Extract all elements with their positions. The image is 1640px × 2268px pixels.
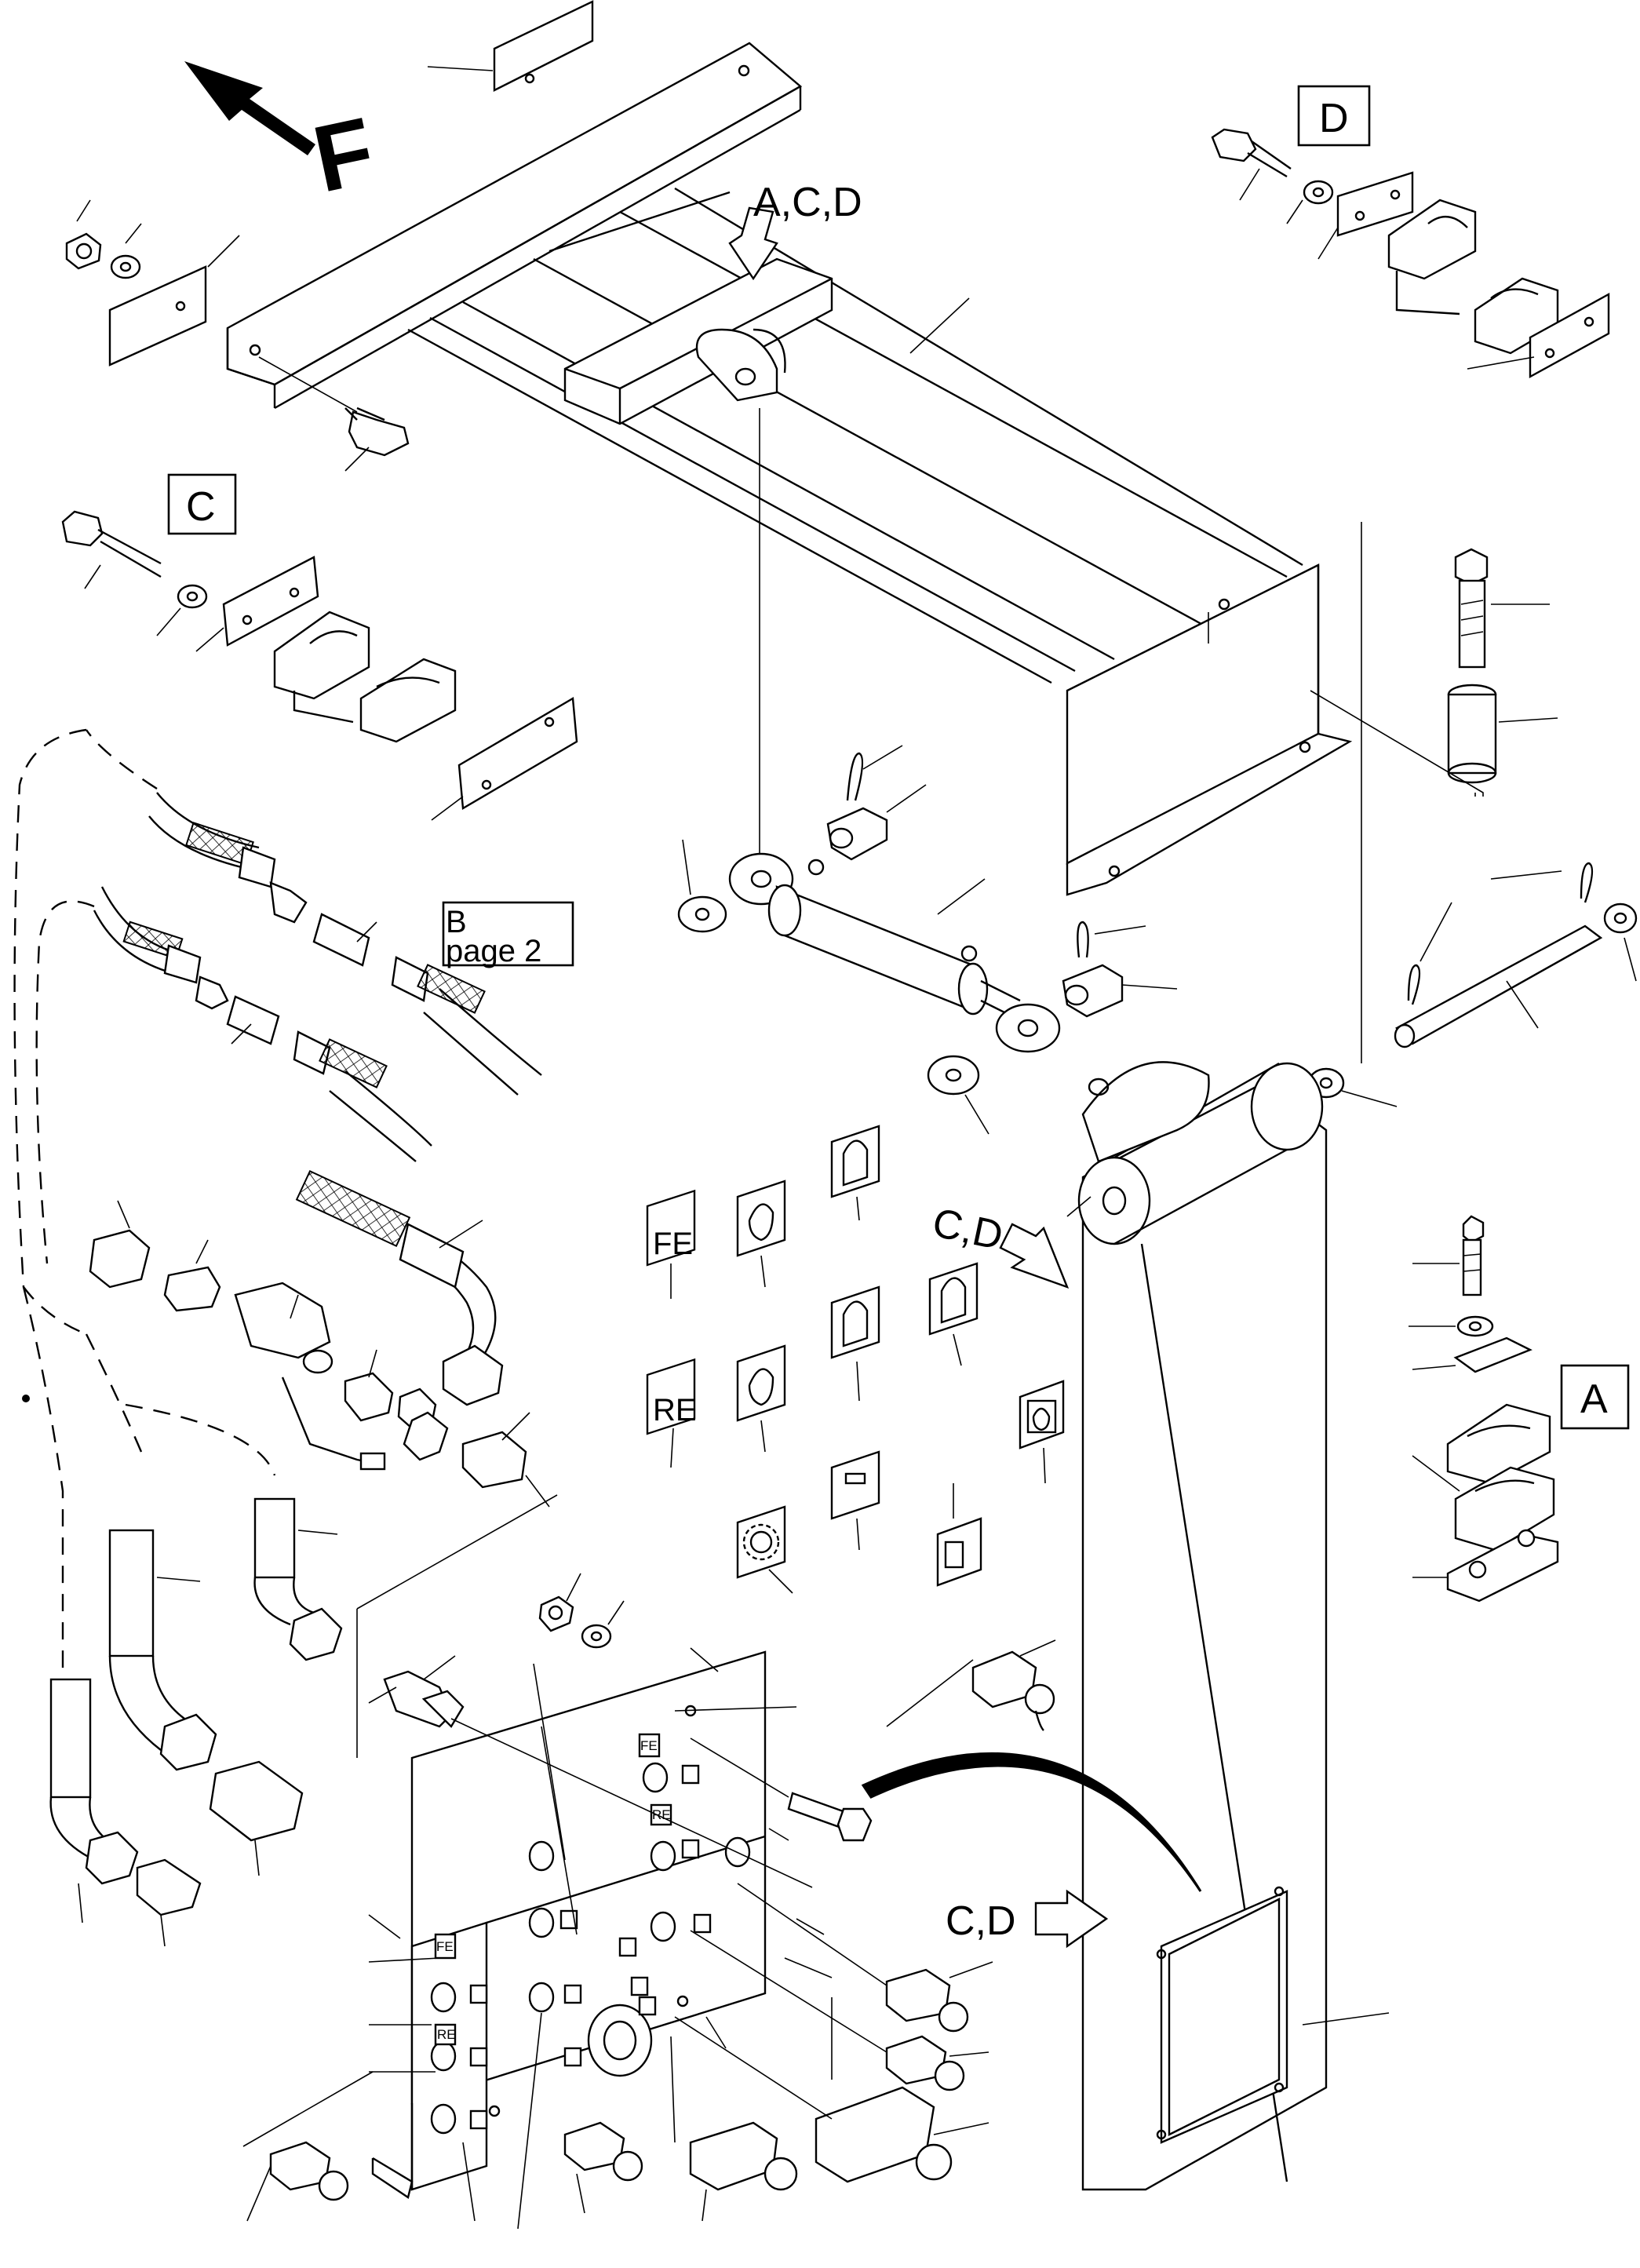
section-d-label: D [1319,96,1349,141]
clamp-assembly-d [1211,128,1610,379]
decal-drop-icon [736,1180,786,1288]
front-direction-arrow-icon [184,61,315,155]
callout-side-lower-label: C,D [946,1898,1016,1944]
quick-coupler [563,2121,643,2214]
decal-fe: FE [646,1189,696,1299]
decal-drop-boxed-icon [1019,1380,1065,1484]
pivot-pin-long [1394,862,1638,1048]
panel-decal-fe-text-2: FE [640,1738,658,1753]
reference-dot [22,1395,30,1402]
section-b-label: B [446,905,467,939]
bolt-and-spacer [1447,548,1558,797]
clevis-pin-lower [1062,921,1178,1018]
hydraulic-cylinder [677,408,1061,1135]
reference-sweep-curve [861,1752,1202,1892]
callout-arrow-side-upper-icon [999,1223,1070,1289]
hydraulic-fittings-mid [89,1169,550,1508]
section-c-label-box [167,473,237,535]
quick-coupler [242,2071,374,2222]
panel-nut-washer [538,1573,625,1649]
quick-coupler [886,1639,1056,1731]
hydraulic-hose-group-upper [93,792,542,1162]
quick-coupler [737,1883,993,2033]
section-a-label: A [1580,1376,1608,1422]
hose-routing-outline [13,728,276,1695]
main-frame [407,187,1353,896]
cylinder-mount-block [563,257,833,425]
front-marker-letter: F [304,97,383,212]
decal-set: FE RE [646,1125,1065,1594]
quick-coupler [690,1930,989,2091]
clamp-assembly-c [61,510,578,821]
callout-arrow-icon [728,206,778,281]
decal-rectangle-icon [830,1450,880,1551]
hydraulic-hose-group-lower [49,1497,343,1947]
decal-fe-text: FE [653,1227,693,1261]
quick-coupler-large [674,2016,989,2183]
decal-re: RE [646,1358,697,1468]
panel-fitting-left [383,1655,465,1728]
top-angle-beam [226,42,803,410]
control-panel-plate: FE RE FE RE [371,1647,767,2199]
quick-coupler-group [242,1639,1056,2222]
clevis-pin-upper [826,745,927,861]
panel-bolt [690,1737,873,1842]
flat-washer [110,254,141,279]
decal-tank-icon [830,1125,880,1221]
callout-top-label: A,C,D [753,180,862,225]
decal-tank-icon-2 [830,1285,880,1402]
decal-valve-icon [936,1483,982,1587]
decal-gear-icon [736,1505,793,1594]
panel-decal-fe-text: FE [436,1939,454,1954]
hex-bolt-beam [344,407,410,472]
callout-side-upper-label: C,D [928,1200,1007,1259]
section-b-label-box [442,901,574,967]
hex-nut [65,232,102,270]
decal-drop-icon-2 [736,1344,786,1453]
clamp-assembly-a [1409,1215,1559,1603]
panel-decal-re-text: RE [437,2027,456,2042]
section-d-label-box [1297,85,1371,147]
callout-arrow-side-lower-icon [1034,1889,1109,1949]
beam-shim-plate-left [108,265,207,366]
section-a-label-box [1560,1364,1630,1430]
decal-tank-icon-3 [928,1262,979,1366]
section-b-page-ref: page 2 [446,934,541,968]
mast-arm [1066,1061,1390,2191]
decal-re-text: RE [653,1393,697,1428]
section-c-label: C [186,484,216,530]
quick-coupler [689,2121,798,2222]
beam-shim-plate-top [427,0,594,92]
